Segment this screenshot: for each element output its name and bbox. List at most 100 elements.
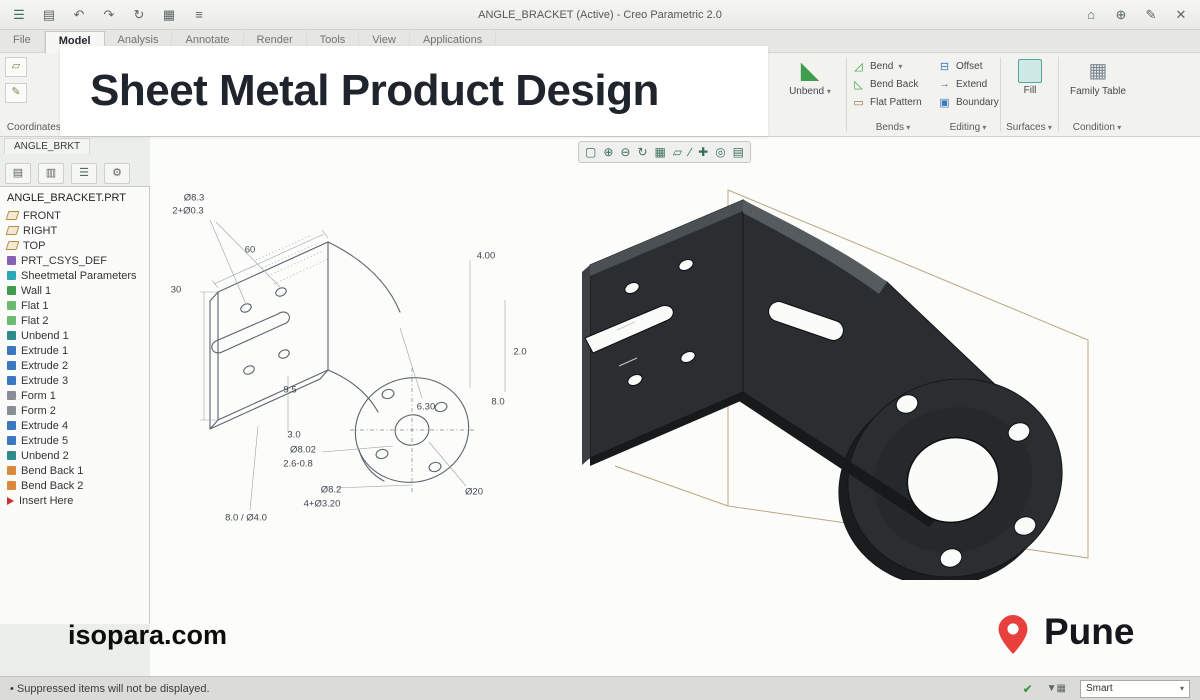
- bend-back-button[interactable]: ◺ Bend Back: [852, 77, 934, 91]
- display-style-icon[interactable]: ▦: [654, 145, 666, 159]
- tree-item[interactable]: Sheetmetal Parameters: [7, 268, 149, 283]
- tree-item[interactable]: Unbend 1: [7, 328, 149, 343]
- extend-icon: →: [939, 78, 950, 90]
- flat-pattern-button[interactable]: ▭ Flat Pattern: [853, 96, 922, 109]
- bend-button[interactable]: ◿ Bend: [852, 59, 934, 73]
- group-surfaces[interactable]: Surfaces: [1000, 122, 1058, 133]
- ribbon-tab[interactable]: Tools: [307, 30, 360, 52]
- group-condition[interactable]: Condition: [1060, 122, 1134, 133]
- sketch-icon[interactable]: ✎: [5, 83, 27, 103]
- csys-display-icon[interactable]: ◎: [715, 145, 726, 159]
- regenerate-icon[interactable]: ↻: [133, 6, 145, 22]
- ribbon-tab[interactable]: Applications: [410, 30, 497, 52]
- offset-button[interactable]: ⊟ Offset: [939, 60, 983, 73]
- boundary-button[interactable]: ▣ Boundary: [939, 96, 999, 109]
- tree-item[interactable]: Bend Back 2: [7, 478, 149, 493]
- refit-icon[interactable]: ▢: [585, 145, 597, 159]
- save-icon[interactable]: ▤: [42, 6, 56, 22]
- ribbon-tab[interactable]: Annotate: [172, 30, 244, 52]
- dimension-label: 2.6-0.8: [283, 458, 313, 470]
- check-icon[interactable]: ✔: [1022, 681, 1033, 696]
- point-display-icon[interactable]: ✚: [698, 145, 709, 159]
- redo-icon[interactable]: ↷: [103, 6, 115, 22]
- dimension-label: 60: [244, 244, 256, 256]
- document-tab[interactable]: ANGLE_BRKT: [4, 138, 91, 154]
- tree-item[interactable]: PRT_CSYS_DEF: [7, 253, 149, 268]
- annotation-display-icon[interactable]: ▤: [732, 145, 745, 159]
- fill-icon: [1018, 59, 1042, 83]
- app-menu-icon[interactable]: ☰: [13, 6, 25, 22]
- undo-icon[interactable]: ↶: [73, 6, 85, 22]
- zoom-icon[interactable]: ⊕: [1115, 6, 1127, 22]
- tree-item[interactable]: Extrude 5: [7, 433, 149, 448]
- 3d-model: [555, 180, 1095, 587]
- status-bar: • Suppressed items will not be displayed…: [0, 676, 1200, 700]
- bracket-cutouts: [584, 259, 1037, 568]
- unbend-button[interactable]: ◣ Unbend: [780, 56, 840, 97]
- feature-icon: [7, 331, 16, 340]
- filter-icon[interactable]: ≡: [195, 6, 203, 22]
- view-toolbar: ▢ ⊕ ⊖ ↻ ▦ ▱ ∕ ✚ ◎ ▤: [578, 141, 752, 163]
- edge-highlights: [616, 321, 638, 367]
- tree-item[interactable]: Flat 2: [7, 313, 149, 328]
- selection-filter-dropdown[interactable]: Smart: [1080, 679, 1190, 698]
- ribbon-tab[interactable]: Render: [244, 30, 307, 52]
- tree-item[interactable]: Form 2: [7, 403, 149, 418]
- repaint-icon[interactable]: ↻: [637, 145, 648, 159]
- edit-icon[interactable]: ✎: [1145, 6, 1157, 22]
- tree-item[interactable]: Extrude 3: [7, 373, 149, 388]
- dimension-label: 9.5: [283, 384, 297, 396]
- tree-item[interactable]: Flat 1: [7, 298, 149, 313]
- tree-list-icon[interactable]: ▥: [38, 163, 64, 184]
- feature-icon: [7, 271, 16, 280]
- extend-button[interactable]: → Extend: [939, 78, 988, 90]
- ribbon-tab[interactable]: File: [0, 30, 45, 52]
- show-tree-icon[interactable]: ▤: [5, 163, 31, 184]
- feature-icon: [7, 481, 16, 490]
- titlebar-left-icons: ☰ ▤ ↶ ↷ ↻ ▦ ≡: [10, 6, 208, 24]
- tree-item[interactable]: Extrude 1: [7, 343, 149, 358]
- windows-icon[interactable]: ▦: [162, 6, 176, 22]
- tree-item[interactable]: RIGHT: [5, 223, 149, 238]
- axis-display-icon[interactable]: ∕: [689, 145, 692, 159]
- tree-item[interactable]: Form 1: [7, 388, 149, 403]
- fill-button[interactable]: Fill: [1004, 56, 1056, 96]
- feature-icon: [7, 496, 14, 505]
- unbend-icon: ◣: [800, 57, 820, 84]
- banner-title: Sheet Metal Product Design: [90, 66, 659, 115]
- family-table-icon: ▦: [1088, 60, 1108, 82]
- home-icon[interactable]: ⌂: [1087, 6, 1095, 22]
- tree-item[interactable]: Bend Back 1: [7, 463, 149, 478]
- 3d-model-svg: [582, 189, 1089, 587]
- tree-item[interactable]: Wall 1: [7, 283, 149, 298]
- ribbon-tab[interactable]: Analysis: [105, 30, 173, 52]
- close-icon[interactable]: ✕: [1175, 6, 1187, 22]
- family-table-button[interactable]: ▦ Family Table: [1062, 56, 1134, 97]
- tree-settings-icon[interactable]: ⚙: [104, 163, 130, 184]
- ribbon-tab[interactable]: View: [359, 30, 410, 52]
- tree-filter-icon[interactable]: ☰: [71, 163, 97, 184]
- ribbon-left-buttons: ▱✎: [5, 57, 27, 103]
- titlebar-right-icons: ⌂ ⊕ ✎ ✕: [1082, 6, 1190, 24]
- tree-item[interactable]: FRONT: [5, 208, 149, 223]
- tree-item[interactable]: TOP: [5, 238, 149, 253]
- dimension-label: 2+Ø0.3: [172, 205, 204, 217]
- group-coordinates[interactable]: Coordinates: [2, 122, 72, 133]
- plane-display-icon[interactable]: ▱: [672, 145, 683, 159]
- offset-icon: ⊟: [939, 60, 950, 73]
- group-bends[interactable]: Bends: [852, 122, 934, 133]
- datum-plane-icon[interactable]: ▱: [5, 57, 27, 77]
- tree-item[interactable]: Extrude 4: [7, 418, 149, 433]
- tree-item[interactable]: Extrude 2: [7, 358, 149, 373]
- model-tree-header: ANGLE_BRACKET.PRT: [7, 192, 127, 204]
- feature-icon: [5, 226, 20, 235]
- location-pin-icon: [998, 615, 1028, 654]
- tree-item[interactable]: Unbend 2: [7, 448, 149, 463]
- zoom-out-icon[interactable]: ⊖: [620, 145, 631, 159]
- model-tree-panel: ANGLE_BRACKET.PRT FRONT RIGHT TOP: [0, 186, 150, 624]
- tree-item[interactable]: Insert Here: [7, 493, 149, 508]
- zoom-in-icon[interactable]: ⊕: [603, 145, 614, 159]
- selection-filter-icon[interactable]: ▼▦: [1046, 683, 1066, 694]
- group-editing[interactable]: Editing: [938, 122, 998, 133]
